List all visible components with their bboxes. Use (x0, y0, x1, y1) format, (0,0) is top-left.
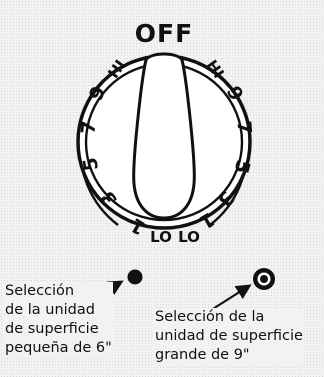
large-unit-arrow (207, 284, 252, 313)
left-scale-5: 5 (79, 156, 103, 173)
right-scale-lo: LO (178, 228, 200, 246)
indicator-callouts (79, 268, 275, 313)
small-unit-caption: Selección de la unidad de superficie peq… (4, 282, 113, 358)
right-scale-5: 5 (229, 157, 254, 175)
large-unit-caption-line: unidad de superficie (154, 327, 304, 346)
left-scale-7: 7 (77, 120, 100, 135)
burner-control-dial: OFF HI 9 7 5 3 1 LO HI 9 7 5 3 1 LO (76, 19, 256, 246)
right-scale-7: 7 (232, 120, 255, 135)
small-unit-caption-line: de la unidad (4, 301, 113, 320)
off-label: OFF (135, 19, 193, 48)
ring-dot-icon (253, 268, 275, 290)
left-scale-lo: LO (150, 228, 172, 246)
large-unit-caption-line: grande de 9" (154, 346, 304, 365)
small-unit-caption-line: pequeña de 6" (4, 339, 113, 358)
large-unit-caption-line: Selección de la (154, 308, 304, 327)
dial-pointer-handle[interactable] (132, 52, 196, 220)
filled-dot-icon (127, 269, 143, 285)
small-unit-caption-line: de superficie (4, 320, 113, 339)
large-unit-caption: Selección de la unidad de superficie gra… (154, 308, 304, 365)
small-unit-caption-line: Selección (4, 282, 113, 301)
